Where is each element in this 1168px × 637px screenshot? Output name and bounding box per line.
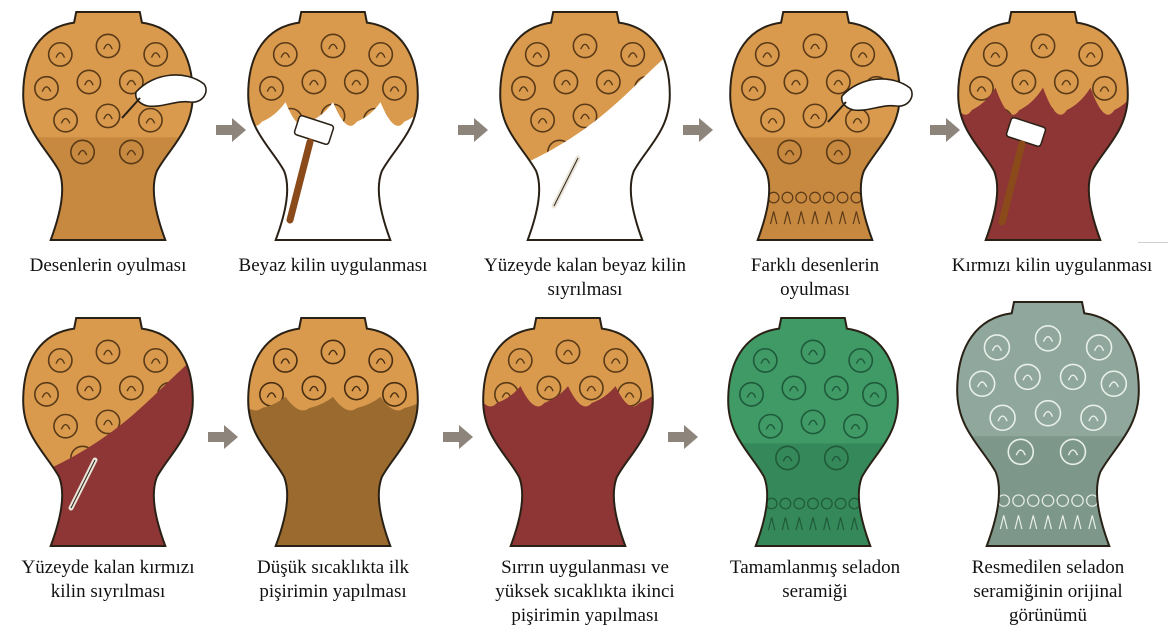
vase-body (723, 313, 903, 557)
vase-step-10 (957, 297, 1139, 558)
vase-step-8 (468, 313, 663, 556)
fired-body (233, 397, 428, 556)
caption-step-7: Düşük sıcaklıkta ilk pişirimin yapılması (233, 556, 433, 604)
vase-step-7 (233, 313, 428, 556)
vase-step-9 (723, 313, 903, 557)
caption-step-1: Desenlerin oyulması (0, 254, 228, 278)
vase-step-1 (18, 7, 198, 251)
vase-step-3 (495, 7, 680, 250)
vase-step-4 (725, 7, 905, 251)
caption-step-5: Kırmızı kilin uygulanması (936, 254, 1168, 278)
vase-body (495, 7, 680, 250)
caption-step-9: Tamamlanmış seladon seramiği (715, 556, 915, 604)
divider-line (1138, 242, 1168, 243)
arrow-1-2 (216, 118, 246, 142)
arrow-7-8 (443, 425, 473, 449)
glaze-layer (468, 386, 663, 556)
arrow-8-9 (668, 425, 698, 449)
vase-body (725, 7, 905, 251)
caption-step-3: Yüzeyde kalan beyaz kilin sıyrılması (480, 254, 690, 302)
arrow-4-5 (930, 118, 960, 142)
caption-step-6: Yüzeyde kalan kırmızı kilin sıyrılması (8, 556, 208, 604)
caption-step-10: Resmedilen seladon seramiğinin orijinal … (948, 556, 1148, 628)
arrow-2-3 (458, 118, 488, 142)
vase-body (18, 313, 203, 556)
arrow-3-4 (683, 118, 713, 142)
arrow-6-7 (208, 425, 238, 449)
vase-body (18, 7, 198, 251)
caption-step-2: Beyaz kilin uygulanması (213, 254, 453, 278)
vase-step-6 (18, 313, 203, 556)
caption-step-4: Farklı desenlerin oyulması (740, 254, 890, 302)
caption-step-8: Sırrın uygulanması ve yüksek sıcaklıkta … (480, 556, 690, 628)
vase-body (958, 297, 1138, 558)
